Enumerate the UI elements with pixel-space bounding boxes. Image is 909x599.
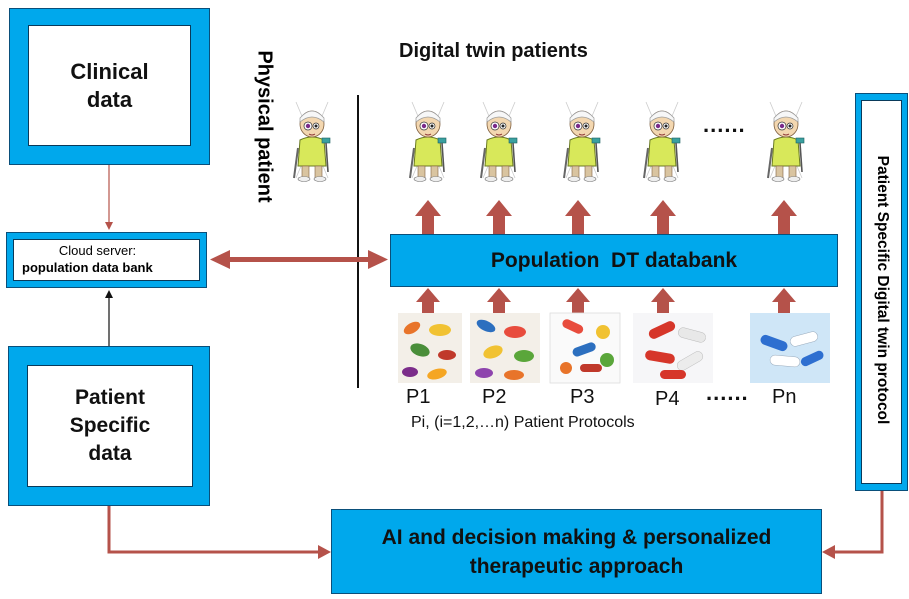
clinical-data-label: Clinical data — [70, 58, 149, 112]
protocols-caption: Pi, (i=1,2,…n) Patient Protocols — [411, 414, 635, 431]
pill-image-p4 — [633, 313, 713, 383]
pill-image-pn — [750, 313, 830, 383]
protocol-label-p4: P4 — [655, 388, 680, 410]
protocol-ellipsis: ...... — [706, 380, 749, 405]
side-protocol-box: Patient Specific Digital twin protocol — [855, 93, 908, 491]
cloud-databank-arrow — [210, 250, 388, 269]
clinical-data-inner: Clinical data — [28, 25, 191, 146]
twin-patient-figure — [767, 101, 805, 183]
patient-specific-data-inner: Patient Specific data — [27, 365, 193, 487]
databank-to-twin-arrows — [415, 200, 797, 234]
ai-decision-line1: AI and decision making & personalized — [381, 525, 772, 549]
protocol-label-p2: P2 — [482, 386, 507, 408]
twin-patient-figure — [409, 101, 447, 183]
protocol-label-p1: P1 — [406, 386, 431, 408]
protocol-label-p3: P3 — [570, 386, 595, 408]
protocol-to-databank-arrows — [416, 288, 796, 313]
pill-image-p2 — [470, 313, 540, 383]
clinical-data-box: Clinical data — [9, 8, 210, 165]
cloud-server-box: Cloud server: population data bank — [6, 232, 207, 288]
side-protocol-label: Patient Specific Digital twin protocol — [874, 155, 891, 425]
protocol-label-pn: Pn — [772, 386, 797, 408]
pill-image-p3 — [549, 312, 621, 384]
digital-twin-title: Digital twin patients — [399, 40, 588, 62]
side-protocol-to-ai-arrow — [822, 491, 884, 559]
patient-specific-data-label: Patient Specific data — [69, 386, 151, 465]
physical-patient-label-wrap: Physical patient — [249, 40, 279, 220]
twin-patient-figure — [563, 101, 601, 183]
side-protocol-inner: Patient Specific Digital twin protocol — [861, 100, 902, 484]
patient-to-ai-arrow — [107, 506, 331, 559]
population-dt-databank: Population DT databank — [390, 234, 838, 287]
pill-image-p1 — [398, 313, 462, 383]
ai-decision-box: AI and decision making & personalized th… — [331, 509, 822, 594]
ai-decision-line2: therapeutic approach — [469, 554, 684, 578]
cloud-server-title: Cloud server: — [58, 243, 137, 258]
twin-ellipsis: ...... — [703, 112, 746, 137]
physical-patient-figure — [293, 101, 331, 183]
twin-patient-figure — [643, 101, 681, 183]
twin-patient-figure — [480, 101, 518, 183]
physical-patient-label: Physical patient — [253, 50, 276, 203]
cloud-server-inner: Cloud server: population data bank — [13, 239, 200, 281]
cloud-server-subtitle: population data bank — [22, 260, 153, 275]
patient-specific-data-box: Patient Specific data — [8, 346, 210, 506]
population-dt-databank-label: Population DT databank — [490, 248, 738, 272]
